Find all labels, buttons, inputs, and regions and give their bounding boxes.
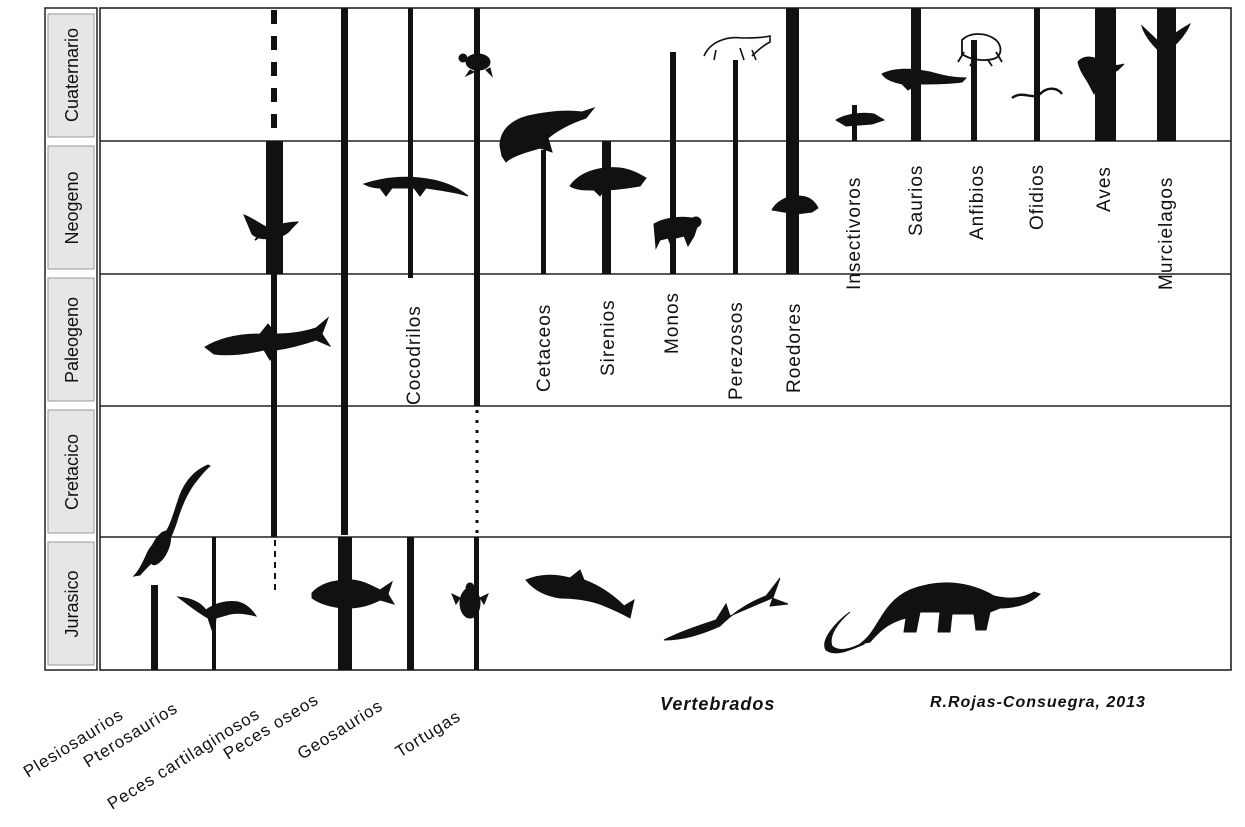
range-bar-cocodrilos: [408, 8, 413, 278]
label-cetaceos: Cetaceos: [534, 304, 555, 392]
period-column: Cuaternario Neogeno Paleogeno Cretacico …: [45, 8, 97, 670]
geosaur-icon: [664, 578, 788, 640]
pterosaur-icon: [178, 597, 256, 636]
range-bar-sirenios: [602, 141, 611, 274]
range-bar-cetaceos: [541, 150, 546, 274]
label-tortugas: Tortugas: [392, 706, 464, 761]
label-saurios: Saurios: [906, 165, 927, 236]
diagram-credit: R.Rojas-Consuegra, 2013: [930, 694, 1146, 711]
label-sirenios: Sirenios: [598, 299, 619, 376]
frog-icon: [958, 34, 1002, 66]
monkey-icon: [654, 217, 701, 248]
bottom-group-labels: Plesiosaurios Pterosaurios Peces cartila…: [20, 690, 464, 814]
sloth-icon: [704, 36, 770, 60]
label-monos: Monos: [662, 292, 683, 354]
sauropod-icon: [825, 583, 1040, 653]
crocodile-icon: [364, 177, 468, 196]
insectivore-icon: [836, 113, 884, 126]
range-bar-peces-oseos: [341, 8, 348, 535]
period-label-paleogeno: Paleogeno: [62, 297, 82, 383]
label-aves: Aves: [1094, 166, 1115, 212]
shark-icon: [205, 318, 330, 360]
bony-fish-icon: [312, 580, 394, 608]
diagram-title: Vertebrados: [660, 694, 775, 714]
label-murcielagos: Murcielagos: [1156, 177, 1177, 290]
plesiosaur-icon: [134, 465, 210, 576]
period-label-cuaternario: Cuaternario: [62, 28, 82, 122]
dolphin-icon: [500, 108, 594, 162]
lizard-icon: [882, 69, 966, 90]
label-insectivoros: Insectivoros: [844, 177, 865, 290]
label-peces-cartilaginosos: Peces cartilaginosos: [104, 704, 263, 813]
ichthyosaur-icon: [526, 570, 634, 618]
period-label-jurasico: Jurasico: [62, 570, 82, 637]
range-bar-pterosaurios: [212, 537, 216, 670]
period-label-cretacico: Cretacico: [62, 434, 82, 510]
range-bar-murcielagos: [1157, 8, 1176, 141]
range-bar-roedores: [786, 8, 799, 274]
label-perezosos: Perezosos: [726, 301, 747, 400]
label-roedores: Roedores: [784, 303, 805, 393]
range-bar-perezosos: [733, 60, 738, 274]
turtle-icon: [452, 583, 488, 618]
range-bar-anfibios: [971, 40, 977, 141]
period-label-neogeno: Neogeno: [62, 171, 82, 244]
range-bar-geosaurios: [407, 537, 414, 670]
rodent-icon: [772, 196, 818, 214]
label-cocodrilos: Cocodrilos: [404, 305, 425, 405]
range-bar-ofidios: [1034, 8, 1040, 141]
label-ofidios: Ofidios: [1027, 164, 1048, 230]
range-bar-plesiosaurios: [151, 585, 158, 670]
label-anfibios: Anfibios: [967, 164, 988, 240]
range-bar-peces-cartilaginosos: [266, 141, 283, 274]
